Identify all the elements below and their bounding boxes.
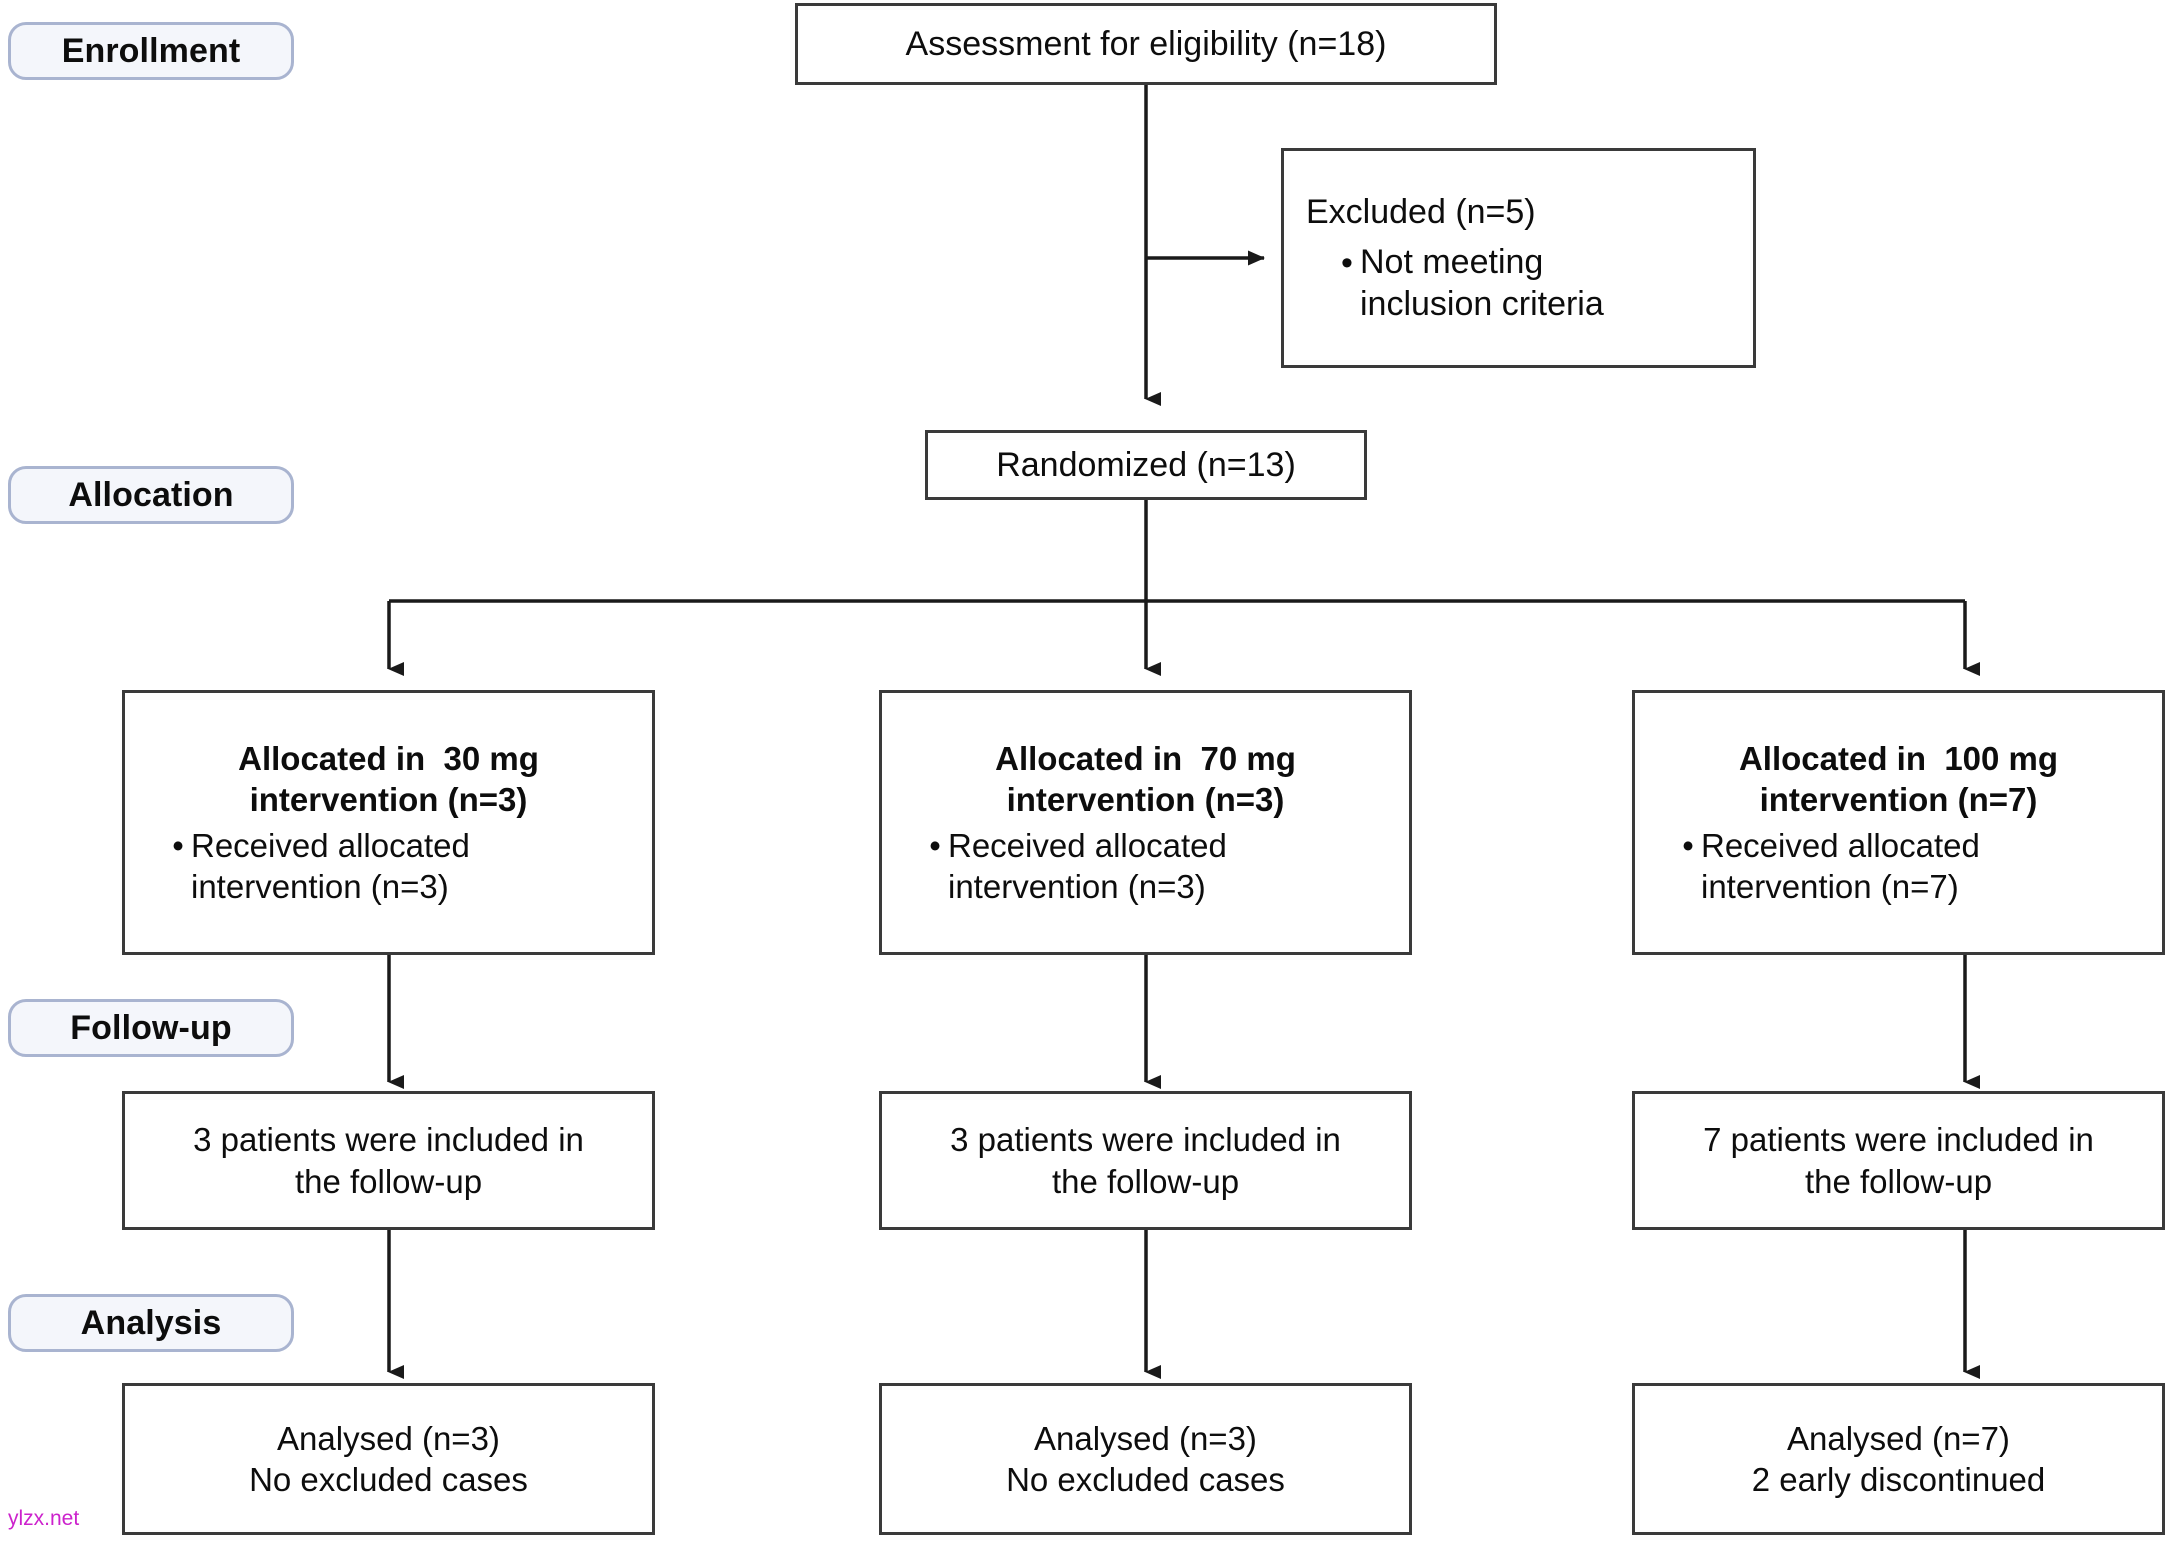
allocation-30mg-title-line-1: Allocated in 30 mg: [238, 740, 539, 777]
stage-label-analysis: Analysis: [8, 1294, 294, 1352]
followup-30mg-line-2: the follow-up: [294, 1162, 483, 1200]
node-followup-arm-30mg: 3 patients were included in the follow-u…: [122, 1091, 655, 1230]
allocation-30mg-title: Allocated in 30 mg intervention (n=3): [125, 738, 652, 821]
bullet-icon: •: [929, 826, 941, 864]
bullet-icon: •: [1341, 243, 1353, 282]
node-analysis-arm-100mg: Analysed (n=7) 2 early discontinued: [1632, 1383, 2165, 1535]
excluded-bullet-line-2: inclusion criteria: [1360, 285, 1604, 324]
allocation-70mg-bullet: • Received allocated intervention (n=3): [882, 825, 1409, 908]
excluded-bullet-line-1: Not meeting: [1360, 242, 1544, 281]
stage-label-allocation-text: Allocation: [68, 475, 234, 514]
stage-label-enrollment: Enrollment: [8, 22, 294, 80]
node-excluded: Excluded (n=5) • Not meeting inclusion c…: [1281, 148, 1756, 368]
followup-100mg-line-2: the follow-up: [1804, 1162, 1993, 1200]
node-analysis-arm-30mg: Analysed (n=3) No excluded cases: [122, 1383, 655, 1535]
allocation-70mg-bullet-line-2: intervention (n=3): [948, 867, 1206, 905]
stage-label-followup: Follow-up: [8, 999, 294, 1057]
connector-followup-to-analysis: [387, 1230, 1980, 1379]
excluded-bullet: • Not meeting inclusion criteria: [1306, 241, 1731, 326]
allocation-100mg-title-line-1: Allocated in 100 mg: [1738, 740, 2059, 777]
allocation-30mg-title-line-2: intervention (n=3): [249, 781, 528, 819]
followup-100mg-line-1: 7 patients were included in: [1703, 1121, 2094, 1159]
analysis-70mg-line-2: No excluded cases: [1006, 1461, 1285, 1498]
allocation-100mg-title: Allocated in 100 mg intervention (n=7): [1635, 738, 2162, 821]
node-followup-arm-70mg: 3 patients were included in the follow-u…: [879, 1091, 1412, 1230]
stage-label-followup-text: Follow-up: [70, 1008, 232, 1047]
stage-label-enrollment-text: Enrollment: [61, 31, 241, 70]
followup-30mg-line-1: 3 patients were included in: [193, 1121, 584, 1159]
excluded-heading: Excluded (n=5): [1306, 193, 1536, 232]
node-followup-arm-100mg: 7 patients were included in the follow-u…: [1632, 1091, 2165, 1230]
allocation-30mg-bullet: • Received allocated intervention (n=3): [125, 825, 652, 908]
allocation-30mg-bullet-text: Received allocated intervention (n=3): [191, 825, 640, 908]
watermark: ylzx.net: [8, 1507, 80, 1530]
allocation-100mg-bullet-line-2: intervention (n=7): [1701, 867, 1959, 905]
excluded-bullet-text: Not meeting inclusion criteria: [1360, 241, 1731, 326]
assessment-label: Assessment for eligibility (n=18): [905, 24, 1387, 63]
allocation-100mg-bullet-text: Received allocated intervention (n=7): [1701, 825, 2150, 908]
allocation-70mg-title-line-2: intervention (n=3): [1006, 781, 1285, 819]
allocation-100mg-title-line-2: intervention (n=7): [1759, 781, 2038, 819]
allocation-100mg-bullet: • Received allocated intervention (n=7): [1635, 825, 2162, 908]
followup-70mg-line-1: 3 patients were included in: [950, 1121, 1341, 1159]
analysis-30mg-line-1: Analysed (n=3): [277, 1419, 500, 1457]
node-analysis-arm-70mg: Analysed (n=3) No excluded cases: [879, 1383, 1412, 1535]
stage-label-allocation: Allocation: [8, 466, 294, 524]
stage-label-analysis-text: Analysis: [80, 1303, 222, 1342]
analysis-70mg-line-1: Analysed (n=3): [1034, 1419, 1257, 1457]
randomized-label: Randomized (n=13): [996, 445, 1296, 484]
bullet-icon: •: [1682, 826, 1694, 864]
node-allocation-arm-30mg: Allocated in 30 mg intervention (n=3) • …: [122, 690, 655, 955]
allocation-70mg-bullet-line-1: Received allocated: [948, 826, 1227, 864]
bullet-icon: •: [172, 826, 184, 864]
allocation-70mg-title-line-1: Allocated in 70 mg: [995, 740, 1296, 777]
connector-allocation-to-followup: [387, 955, 1980, 1089]
allocation-70mg-title: Allocated in 70 mg intervention (n=3): [882, 738, 1409, 821]
node-randomized: Randomized (n=13): [925, 430, 1367, 500]
allocation-30mg-bullet-line-2: intervention (n=3): [191, 867, 449, 905]
followup-70mg-line-2: the follow-up: [1051, 1162, 1240, 1200]
analysis-100mg-line-1: Analysed (n=7): [1787, 1419, 2010, 1457]
allocation-30mg-bullet-line-1: Received allocated: [191, 826, 470, 864]
connector-randomized-branch: [387, 500, 1980, 676]
allocation-100mg-bullet-line-1: Received allocated: [1701, 826, 1980, 864]
node-allocation-arm-100mg: Allocated in 100 mg intervention (n=7) •…: [1632, 690, 2165, 955]
analysis-30mg-line-2: No excluded cases: [249, 1461, 528, 1498]
node-allocation-arm-70mg: Allocated in 70 mg intervention (n=3) • …: [879, 690, 1412, 955]
analysis-100mg-line-2: 2 early discontinued: [1751, 1461, 2046, 1498]
node-assessment-for-eligibility: Assessment for eligibility (n=18): [795, 3, 1497, 85]
allocation-70mg-bullet-text: Received allocated intervention (n=3): [948, 825, 1397, 908]
